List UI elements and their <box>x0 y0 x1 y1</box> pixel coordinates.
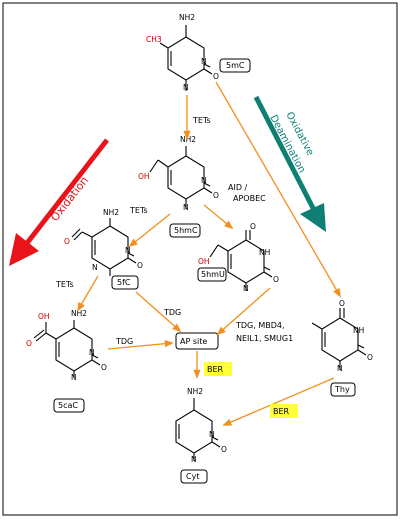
molecule-5cac: NH2 OH O N O N 5caC <box>26 309 107 413</box>
svg-text:NH2: NH2 <box>180 135 196 144</box>
svg-text:N: N <box>243 284 249 293</box>
svg-text:N: N <box>201 57 207 66</box>
enzyme-tdg-2: TDG <box>115 337 133 346</box>
enzyme-tdg-1: TDG <box>163 308 181 317</box>
svg-text:N: N <box>92 263 98 272</box>
svg-text:N: N <box>125 246 131 255</box>
enzyme-group-line2: NEIL1, SMUG1 <box>236 334 293 343</box>
ber-label-1: BER <box>207 365 224 374</box>
enzyme-tets-1: TETs <box>192 116 211 125</box>
svg-text:N: N <box>209 430 215 439</box>
enzyme-group-line1: TDG, MBD4, <box>235 321 285 330</box>
label-cyt: Cyt <box>186 472 199 481</box>
substituent-ch3: CH3 <box>146 35 162 44</box>
label-5hmc: 5hmC <box>174 226 198 235</box>
molecule-5hmu: O NH OH O N 5hmU <box>197 222 279 293</box>
svg-text:O: O <box>273 275 279 284</box>
enzyme-tets-2: TETs <box>129 206 148 215</box>
svg-text:NH: NH <box>259 248 270 257</box>
svg-text:N: N <box>191 455 197 464</box>
svg-text:NH: NH <box>353 326 364 335</box>
svg-text:N: N <box>201 176 207 185</box>
svg-text:O: O <box>64 237 70 246</box>
label-thy: Thy <box>334 385 350 394</box>
ber-label-2: BER <box>273 407 290 416</box>
molecule-5mc: NH2 CH3 N O N 5mC <box>146 13 251 92</box>
svg-text:O: O <box>137 261 143 270</box>
label-5hmu: 5hmU <box>201 270 225 279</box>
label-5cac: 5caC <box>58 401 78 410</box>
svg-text:NH2: NH2 <box>179 13 195 22</box>
svg-text:N: N <box>337 364 343 373</box>
svg-text:O: O <box>101 363 107 372</box>
svg-text:O: O <box>367 353 373 362</box>
molecule-cyt: NH2 N O N Cyt <box>175 387 227 484</box>
ber-badge-2 <box>270 404 298 418</box>
deamination-arrow <box>253 95 326 232</box>
svg-text:O: O <box>250 222 256 231</box>
svg-text:O: O <box>339 299 345 308</box>
svg-text:NH2: NH2 <box>103 208 119 217</box>
ber-badge-1 <box>204 362 232 376</box>
oxidation-arrow <box>9 138 109 266</box>
svg-text:N: N <box>183 83 189 92</box>
label-5fc: 5fC <box>117 278 131 287</box>
svg-text:N: N <box>183 203 189 212</box>
svg-text:NH2: NH2 <box>71 309 87 318</box>
svg-text:O: O <box>213 72 219 81</box>
ap-site-box <box>175 332 219 350</box>
ap-site-label: AP site <box>180 337 207 346</box>
svg-text:OH: OH <box>38 312 50 321</box>
svg-text:O: O <box>213 191 219 200</box>
molecule-thy: O NH O N Thy <box>311 299 373 397</box>
svg-text:O: O <box>221 445 227 454</box>
label-5mc: 5mC <box>226 61 245 70</box>
flow-arrows <box>77 81 341 426</box>
enzyme-tets-3: TETs <box>55 280 74 289</box>
svg-text:O: O <box>26 339 32 348</box>
enzyme-aid-line2: APOBEC <box>233 194 266 203</box>
molecule-5fc: NH2 O N O N 5fC <box>64 208 143 290</box>
enzyme-aid-line1: AID / <box>228 183 248 192</box>
svg-text:OH: OH <box>198 257 210 266</box>
svg-text:N: N <box>89 348 95 357</box>
svg-text:N: N <box>71 373 77 382</box>
diagram-frame <box>2 2 398 516</box>
svg-text:NH2: NH2 <box>187 387 203 396</box>
svg-text:OH: OH <box>138 172 150 181</box>
